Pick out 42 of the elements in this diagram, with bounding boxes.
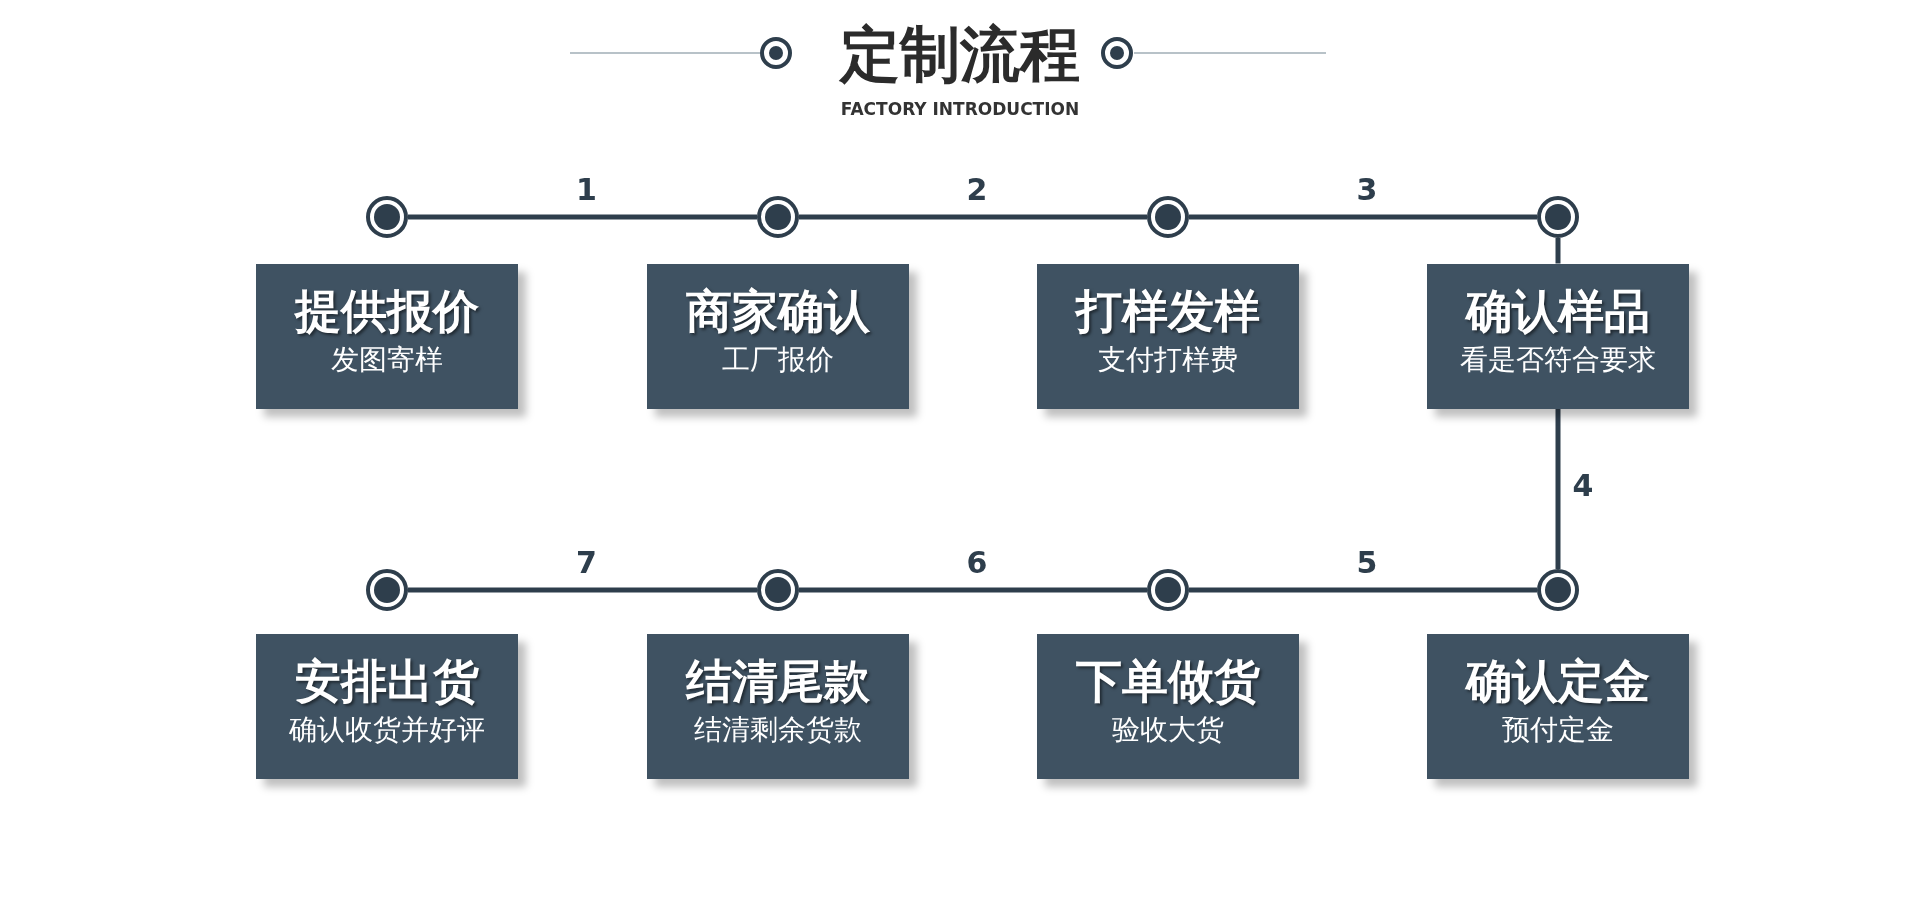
step-title: 确认样品 (1466, 282, 1650, 340)
step-box (647, 633, 909, 779)
step-dot (757, 569, 799, 611)
connector-line (1189, 214, 1537, 220)
connector-line (1555, 238, 1561, 264)
step-title: 提供报价 (295, 282, 479, 340)
step-description: 看是否符合要求 (1460, 341, 1656, 378)
step-dot (366, 569, 408, 611)
step-title: 下单做货 (1076, 652, 1260, 710)
step-description: 支付打样费 (1098, 341, 1238, 378)
connector-line (799, 587, 1147, 593)
step-dot (1147, 569, 1189, 611)
connector-line (1189, 587, 1537, 593)
step-description: 工厂报价 (722, 341, 834, 378)
connector-line (408, 587, 757, 593)
step-box (1037, 263, 1299, 409)
step-box (1037, 633, 1299, 779)
step-title: 安排出货 (295, 652, 479, 710)
step-title: 确认定金 (1466, 652, 1650, 710)
step-title: 结清尾款 (686, 652, 870, 710)
step-title: 商家确认 (686, 282, 870, 340)
step-description: 发图寄样 (331, 341, 443, 378)
connector-line (799, 214, 1147, 220)
step-description: 验收大货 (1112, 711, 1224, 748)
connector-line (1555, 408, 1561, 569)
step-box (1427, 263, 1689, 409)
step-description: 确认收货并好评 (289, 711, 485, 748)
step-box (256, 633, 518, 779)
subtitle: FACTORY INTRODUCTION (840, 99, 1080, 119)
step-box (647, 263, 909, 409)
step-dot (1147, 196, 1189, 238)
step-description: 预付定金 (1502, 711, 1614, 748)
step-dot (757, 196, 799, 238)
step-dot (1537, 196, 1579, 238)
step-title: 打样发样 (1076, 282, 1260, 340)
step-box (256, 263, 518, 409)
title: 定制流程 (840, 18, 1080, 90)
connector-line (408, 214, 757, 220)
step-box (1427, 633, 1689, 779)
step-dot (1537, 569, 1579, 611)
step-description: 结清剩余货款 (694, 711, 862, 748)
step-dot (366, 196, 408, 238)
